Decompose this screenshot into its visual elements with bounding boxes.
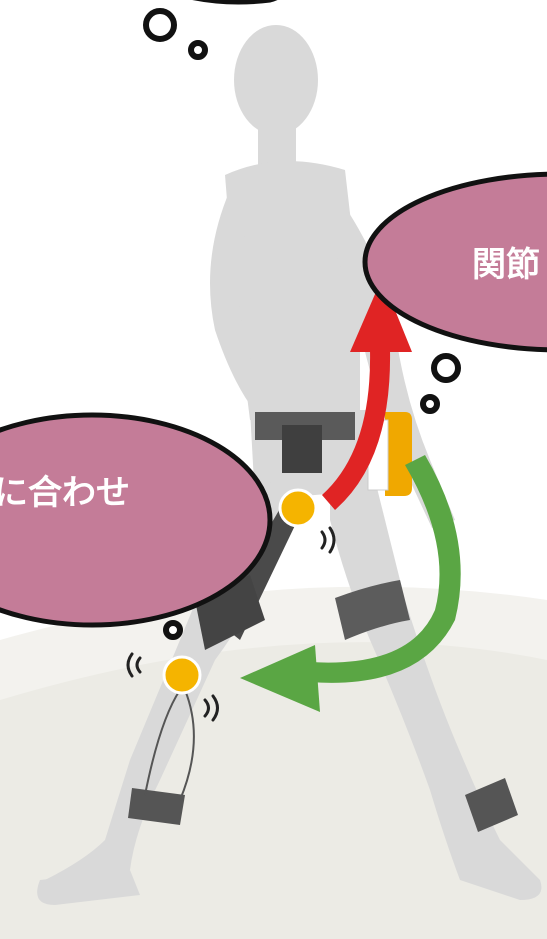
knee-joint-sensor (162, 655, 202, 695)
shin-band-back (128, 788, 185, 825)
thought-bubble-top (192, 0, 278, 5)
thigh-band-front (335, 580, 410, 640)
joint-sensors (162, 488, 318, 695)
thought-bubble-right: 関節 (362, 171, 547, 353)
hip-joint-sensor (278, 488, 318, 528)
arrow-up-icon (322, 278, 412, 510)
hip-unit (282, 425, 322, 473)
arrow-curve-icon (240, 455, 461, 712)
thought-bubble-left: に合わせ (0, 412, 273, 628)
vibration-icon (126, 526, 336, 722)
battery-pack (385, 412, 412, 496)
bubble-left-text: に合わせ (0, 473, 130, 513)
bubble-right-text: 関節 (472, 245, 540, 285)
shin-band-front (465, 778, 518, 832)
